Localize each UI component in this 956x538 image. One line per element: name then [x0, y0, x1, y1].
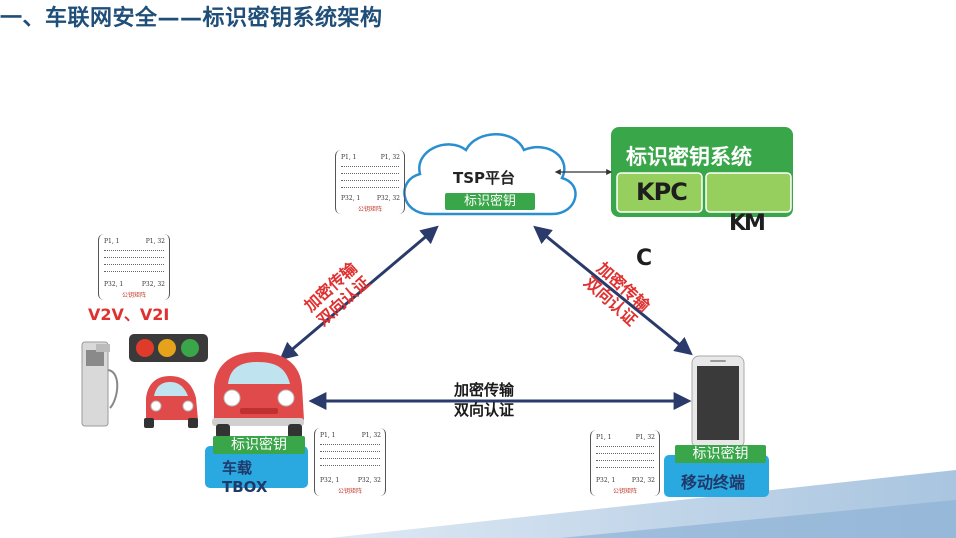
matrix-tl: P1, 1: [320, 432, 336, 439]
matrix-caption: 公钥矩阵: [357, 206, 382, 213]
mobile-key-tag: 标识密钥: [675, 445, 766, 463]
traffic-light-icon: [129, 334, 208, 362]
matrix-bl: P32, 1: [596, 477, 616, 484]
stray-c-label: C: [636, 246, 653, 271]
matrix-caption: 公钥矩阵: [337, 488, 362, 495]
matrix-tr: P1, 32: [361, 432, 381, 439]
km-box: [705, 172, 792, 213]
tbox-label: 车载 TBOX: [222, 459, 267, 497]
right-link-arrow: [533, 225, 693, 356]
matrix-bl: P32, 1: [341, 195, 361, 202]
mobile-label: 移动终端: [681, 473, 746, 492]
charging-pile-icon: [81, 341, 119, 427]
left-link-arrow: [279, 225, 439, 361]
bottom-link-line2: 双向认证: [454, 401, 515, 419]
matrix-br: P32, 32: [141, 281, 165, 288]
tbox-line1: 车载: [222, 459, 253, 477]
main-car-icon: [212, 352, 304, 438]
kpc-label: KPC: [636, 178, 688, 206]
matrix-br: P32, 32: [357, 477, 381, 484]
tsp-key-tag: 标识密钥: [445, 193, 535, 210]
matrix-bl: P32, 1: [320, 477, 340, 484]
km-label: KM: [729, 211, 766, 236]
matrix-tr: P1, 32: [145, 238, 165, 245]
bottom-link-line1: 加密传输: [454, 381, 515, 399]
matrix-tl: P1, 1: [104, 238, 120, 245]
key-system-title: 标识密钥系统: [626, 145, 752, 169]
key-matrix-tsp: P1, 1 P1, 32 P32, 1 P32, 32 公钥矩阵: [335, 150, 405, 214]
bottom-link-label: 加密传输 双向认证: [454, 381, 514, 420]
matrix-bl: P32, 1: [104, 281, 124, 288]
matrix-caption: 公钥矩阵: [121, 292, 146, 299]
key-matrix-car: P1, 1 P1, 32 P32, 1 P32, 32 公钥矩阵: [314, 428, 386, 496]
decor-band-2: [560, 500, 956, 538]
small-car-icon: [144, 376, 198, 428]
tsp-label: TSP平台: [453, 169, 516, 187]
matrix-tl: P1, 1: [341, 154, 357, 161]
matrix-tr: P1, 32: [380, 154, 400, 161]
car-key-tag: 标识密钥: [213, 436, 305, 454]
matrix-tl: P1, 1: [596, 434, 612, 441]
phone-icon: [691, 355, 745, 449]
matrix-br: P32, 32: [376, 195, 400, 202]
page-title: 一、车联网安全——标识密钥系统架构: [0, 6, 383, 31]
matrix-tr: P1, 32: [635, 434, 655, 441]
matrix-br: P32, 32: [631, 477, 655, 484]
key-matrix-v2x: P1, 1 P1, 32 P32, 1 P32, 32 公钥矩阵: [98, 234, 170, 300]
key-matrix-mobile: P1, 1 P1, 32 P32, 1 P32, 32 公钥矩阵: [590, 430, 660, 496]
matrix-caption: 公钥矩阵: [612, 488, 637, 495]
kpc-box: [616, 172, 703, 213]
tbox-line2: TBOX: [222, 478, 268, 496]
v2x-label: V2V、V2I: [88, 305, 170, 324]
